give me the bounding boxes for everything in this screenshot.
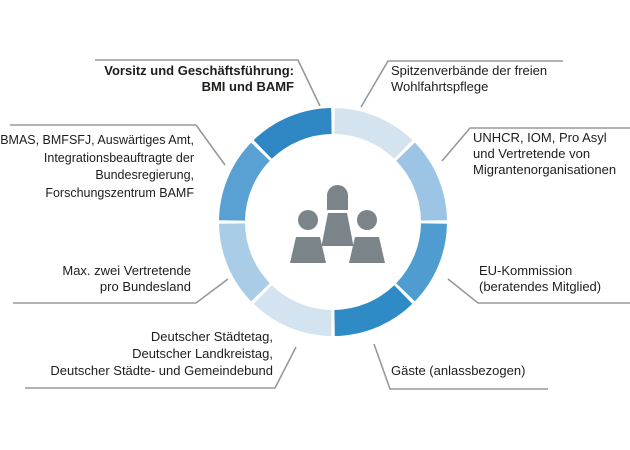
person-left-head (298, 210, 318, 230)
leader-line-bmas (10, 124, 226, 166)
leader-line-vorsitz (95, 59, 321, 107)
label-bundeslaender: Max. zwei Vertretende pro Bundesland (62, 263, 191, 294)
person-right-head (357, 210, 377, 230)
leader-line-eu-kommission (447, 278, 630, 304)
ring-segment-bundeslaender (219, 222, 271, 302)
person-left-body (290, 237, 326, 263)
ring-segment-spitzenverbaende (333, 108, 413, 160)
three-people-icon (290, 185, 385, 263)
ring-segment-gaeste (333, 284, 413, 336)
ring-segment-vorsitz (253, 108, 333, 160)
label-spitzenverbaende: Spitzenverbände der freien Wohlfahrtspfl… (391, 63, 548, 94)
ring-segment-eu-kommission (395, 222, 447, 302)
label-eu-kommission: EU-Kommission (beratendes Mitglied) (479, 263, 602, 294)
leader-line-gaeste (373, 343, 548, 390)
leader-line-spitzenverbaende (360, 60, 563, 108)
ring-segment-bmas (219, 142, 271, 222)
leader-line-bundeslaender (13, 278, 229, 304)
leader-line-unhcr (441, 127, 630, 162)
person-right-body (349, 237, 385, 263)
leader-lines (10, 59, 630, 390)
label-staedtetag: Deutscher Städtetag, Deutscher Landkreis… (50, 329, 273, 378)
label-gaeste: Gäste (anlassbezogen) (391, 363, 526, 378)
ring-segment-unhcr (395, 142, 447, 222)
label-vorsitz: Vorsitz und Geschäftsführung: BMI und BA… (104, 63, 294, 94)
leader-line-staedtetag (25, 346, 297, 389)
person-middle-body (321, 213, 354, 246)
label-unhcr: UNHCR, IOM, Pro Asyl und Vertretende von… (473, 130, 617, 177)
person-middle-head (327, 185, 348, 210)
label-bmas: BMAS, BMFSFJ, Auswärtiges Amt, Integrati… (0, 133, 194, 200)
ring-segment-staedtetag (253, 284, 333, 336)
donut-ring (219, 108, 447, 336)
